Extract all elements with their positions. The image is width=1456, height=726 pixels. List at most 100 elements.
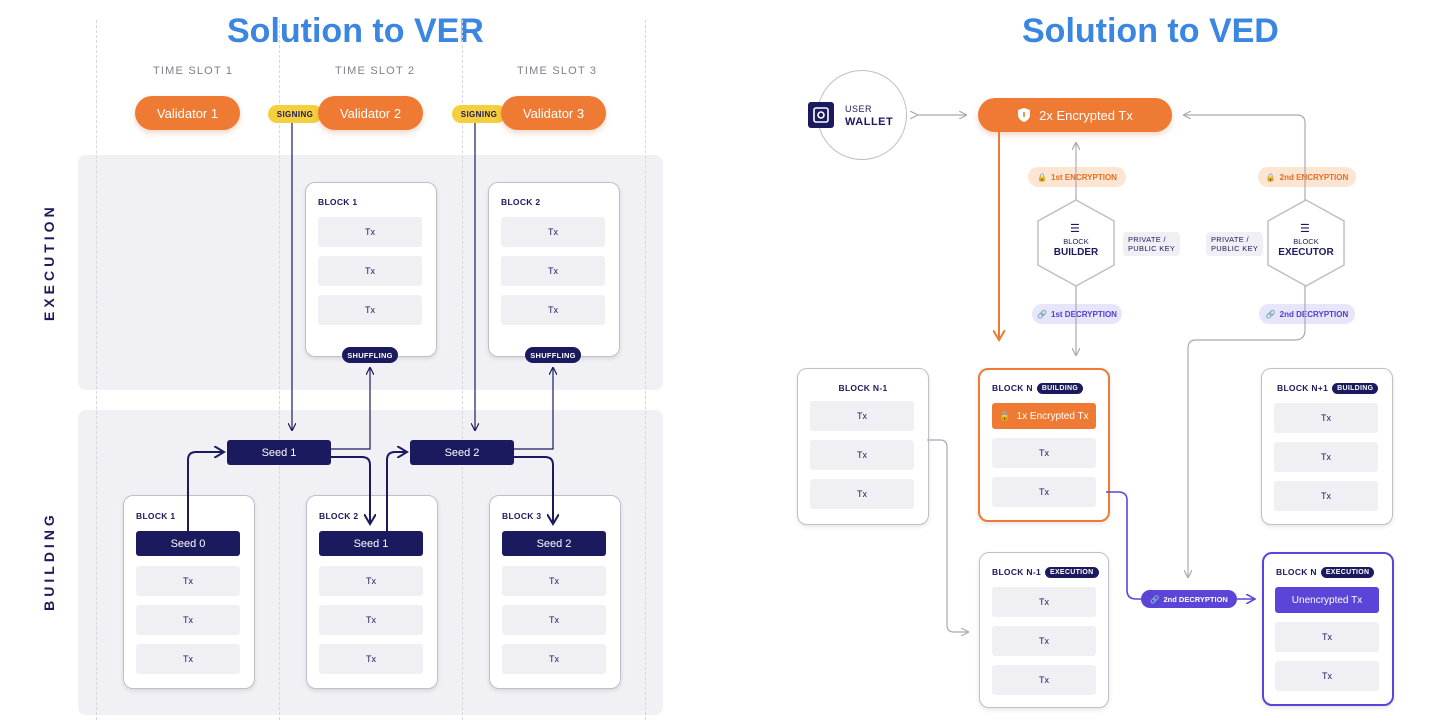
slot-divider bbox=[462, 20, 463, 720]
slot-divider bbox=[279, 20, 280, 720]
key-tag-line: PUBLIC KEY bbox=[1211, 244, 1259, 253]
builder-label-top: BLOCK bbox=[1063, 237, 1089, 246]
tx-row: Tx bbox=[1274, 481, 1378, 511]
tx-row: Tx bbox=[1274, 403, 1378, 433]
wallet-icon bbox=[808, 102, 834, 128]
encrypted-tx-row: 🔒 1x Encrypted Tx bbox=[992, 403, 1096, 429]
tx-row: Tx bbox=[992, 438, 1096, 468]
block-title-text: BLOCK N+1 bbox=[1277, 383, 1329, 393]
unencrypted-tx-row: Unencrypted Tx bbox=[1275, 587, 1379, 613]
second-decryption-flow-label: 2nd DECRYPTION bbox=[1163, 594, 1228, 604]
key-tag-line: PRIVATE / bbox=[1128, 235, 1166, 244]
first-encryption-tag: 🔒1st ENCRYPTION bbox=[1028, 167, 1126, 187]
block-title: BLOCK 2 bbox=[501, 197, 541, 207]
tx-row: Tx bbox=[318, 217, 422, 247]
time-slot-1-label: TIME SLOT 1 bbox=[153, 65, 234, 77]
block-title: BLOCK 1 bbox=[136, 511, 176, 521]
first-decryption-tag: 🔗1st DECRYPTION bbox=[1032, 304, 1122, 324]
encrypted-tx-row-label: 1x Encrypted Tx bbox=[1016, 410, 1089, 422]
tx-row: Tx bbox=[992, 587, 1096, 617]
execution-badge: EXECUTION bbox=[1044, 567, 1099, 579]
block-title-text: BLOCK N bbox=[1276, 567, 1317, 577]
build-block-2: BLOCK 2 Seed 1 Tx Tx Tx bbox=[306, 495, 438, 689]
link-icon: 🔗 bbox=[1265, 309, 1276, 319]
list-icon: ☰ bbox=[1300, 223, 1310, 235]
exec-block-2: BLOCK 2 Tx Tx Tx bbox=[488, 182, 620, 357]
time-slot-3-label: TIME SLOT 3 bbox=[517, 65, 598, 77]
building-badge: BUILDING bbox=[1332, 383, 1379, 395]
encrypted-tx-label: 2x Encrypted Tx bbox=[1039, 107, 1133, 123]
key-tag-left: PRIVATE / PUBLIC KEY bbox=[1123, 232, 1181, 256]
validator-1-pill: Validator 1 bbox=[135, 96, 240, 130]
encrypted-tx-pill: 2x Encrypted Tx bbox=[978, 98, 1172, 132]
link-icon: 🔗 bbox=[1037, 309, 1048, 319]
second-encryption-tag: 🔒2nd ENCRYPTION bbox=[1258, 167, 1356, 187]
shuffling-badge: SHUFFLING bbox=[525, 347, 581, 363]
block-title: BLOCK 1 bbox=[318, 197, 358, 207]
block-n-minus-1: BLOCK N-1 Tx Tx Tx bbox=[797, 368, 929, 525]
time-slot-2-label: TIME SLOT 2 bbox=[335, 65, 416, 77]
tx-row: Tx bbox=[318, 295, 422, 325]
ver-title: Solution to VER bbox=[227, 12, 484, 50]
tx-row: Tx bbox=[502, 605, 606, 635]
tx-row: Tx bbox=[810, 440, 914, 470]
tx-row: Tx bbox=[136, 605, 240, 635]
key-tag-line: PRIVATE / bbox=[1211, 235, 1249, 244]
building-badge: BUILDING bbox=[1036, 383, 1084, 395]
tx-row: Tx bbox=[992, 477, 1096, 507]
tx-row: Tx bbox=[318, 256, 422, 286]
tx-row: Tx bbox=[502, 644, 606, 674]
validator-2-pill: Validator 2 bbox=[318, 96, 423, 130]
key-tag-right: PRIVATE / PUBLIC KEY bbox=[1206, 232, 1264, 256]
lock-icon: 🔒 bbox=[1265, 172, 1276, 182]
first-encryption-label: 1st ENCRYPTION bbox=[1051, 172, 1117, 182]
builder-label-bottom: BUILDER bbox=[1053, 247, 1099, 258]
tx-row: Tx bbox=[501, 295, 605, 325]
shuffling-badge: SHUFFLING bbox=[342, 347, 398, 363]
tx-row: Tx bbox=[1274, 442, 1378, 472]
seed-2-box: Seed 2 bbox=[410, 440, 514, 465]
tx-row: Tx bbox=[502, 566, 606, 596]
block-title: BLOCK 2 bbox=[319, 511, 359, 521]
tx-row: Tx bbox=[810, 401, 914, 431]
seed-row: Seed 1 bbox=[319, 531, 423, 556]
list-icon: ☰ bbox=[1070, 223, 1080, 235]
validator-3-pill: Validator 3 bbox=[501, 96, 606, 130]
second-decryption-tag: 🔗2nd DECRYPTION bbox=[1259, 304, 1355, 324]
tx-row: Tx bbox=[319, 566, 423, 596]
tx-row: Tx bbox=[501, 256, 605, 286]
executor-label-top: BLOCK bbox=[1293, 237, 1319, 246]
slot-divider bbox=[645, 20, 646, 720]
second-encryption-label: 2nd ENCRYPTION bbox=[1279, 172, 1349, 182]
signing-tag: SIGNING bbox=[268, 105, 322, 123]
seed-1-box: Seed 1 bbox=[227, 440, 331, 465]
exec-block-1: BLOCK 1 Tx Tx Tx bbox=[305, 182, 437, 357]
build-block-3: BLOCK 3 Seed 2 Tx Tx Tx bbox=[489, 495, 621, 689]
seed-row: Seed 2 bbox=[502, 531, 606, 556]
wallet-label-top: USER bbox=[845, 104, 873, 114]
tx-row: Tx bbox=[501, 217, 605, 247]
tx-row: Tx bbox=[992, 665, 1096, 695]
ved-title: Solution to VED bbox=[1022, 12, 1279, 50]
lock-icon: 🔒 bbox=[999, 410, 1011, 421]
first-decryption-label: 1st DECRYPTION bbox=[1051, 309, 1117, 319]
shield-icon bbox=[1017, 107, 1031, 123]
tx-row: Tx bbox=[992, 626, 1096, 656]
signing-tag: SIGNING bbox=[452, 105, 506, 123]
tx-row: Tx bbox=[319, 605, 423, 635]
second-decryption-flow-pill: 🔗2nd DECRYPTION bbox=[1141, 590, 1237, 608]
execution-badge: EXECUTION bbox=[1320, 567, 1375, 579]
block-title-text: BLOCK N-1 bbox=[992, 567, 1041, 577]
block-title: BLOCK 3 bbox=[502, 511, 542, 521]
wallet-label-bottom: WALLET bbox=[845, 116, 894, 128]
link-icon: 🔗 bbox=[1150, 594, 1160, 604]
